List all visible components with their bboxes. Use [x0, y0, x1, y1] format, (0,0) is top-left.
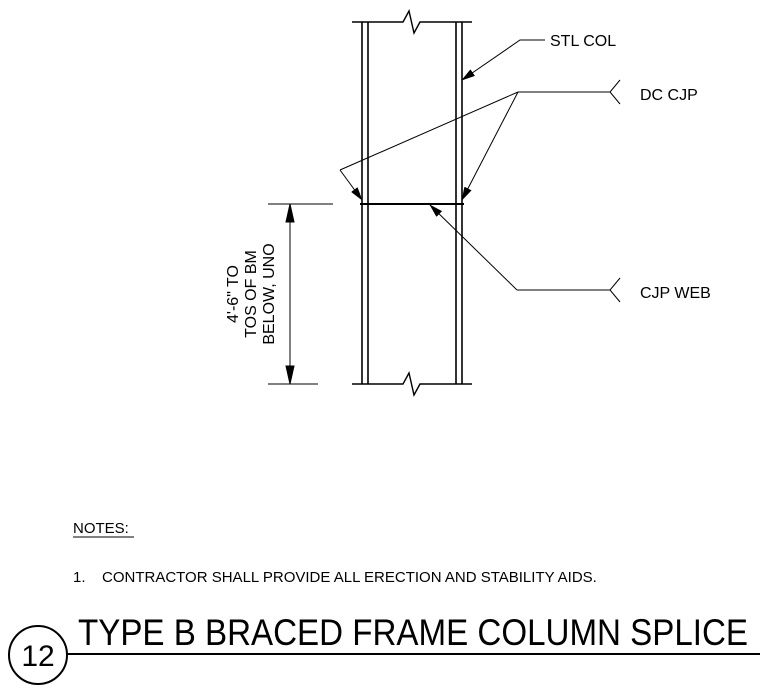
note-text: CONTRACTOR SHALL PROVIDE ALL ERECTION AN… — [102, 569, 597, 586]
detail-number: 12 — [21, 640, 54, 673]
upper-column — [361, 22, 463, 204]
lower-column — [361, 204, 463, 384]
lower-break-line — [352, 371, 472, 397]
stl-col-leader — [461, 39, 545, 81]
dc-cjp-leader — [339, 79, 621, 201]
notes-heading: NOTES: — [73, 520, 129, 537]
dimension-text: 4'-6" TO TOS OF BM BELOW, UNO — [225, 243, 278, 344]
svg-text:4'-6" TO: 4'-6" TO — [225, 265, 242, 323]
detail-title: TYPE B BRACED FRAME COLUMN SPLICE — [78, 612, 748, 653]
svg-text:BELOW, UNO: BELOW, UNO — [261, 243, 278, 344]
dc-cjp-label: DC CJP — [640, 87, 698, 104]
cjp-web-leader — [429, 204, 621, 303]
note-number: 1. — [73, 569, 86, 586]
svg-text:TOS OF BM: TOS OF BM — [243, 250, 260, 338]
upper-break-line — [352, 9, 472, 35]
stl-col-label: STL COL — [550, 33, 616, 50]
cjp-web-label: CJP WEB — [640, 285, 711, 302]
dimension-line — [268, 203, 333, 385]
